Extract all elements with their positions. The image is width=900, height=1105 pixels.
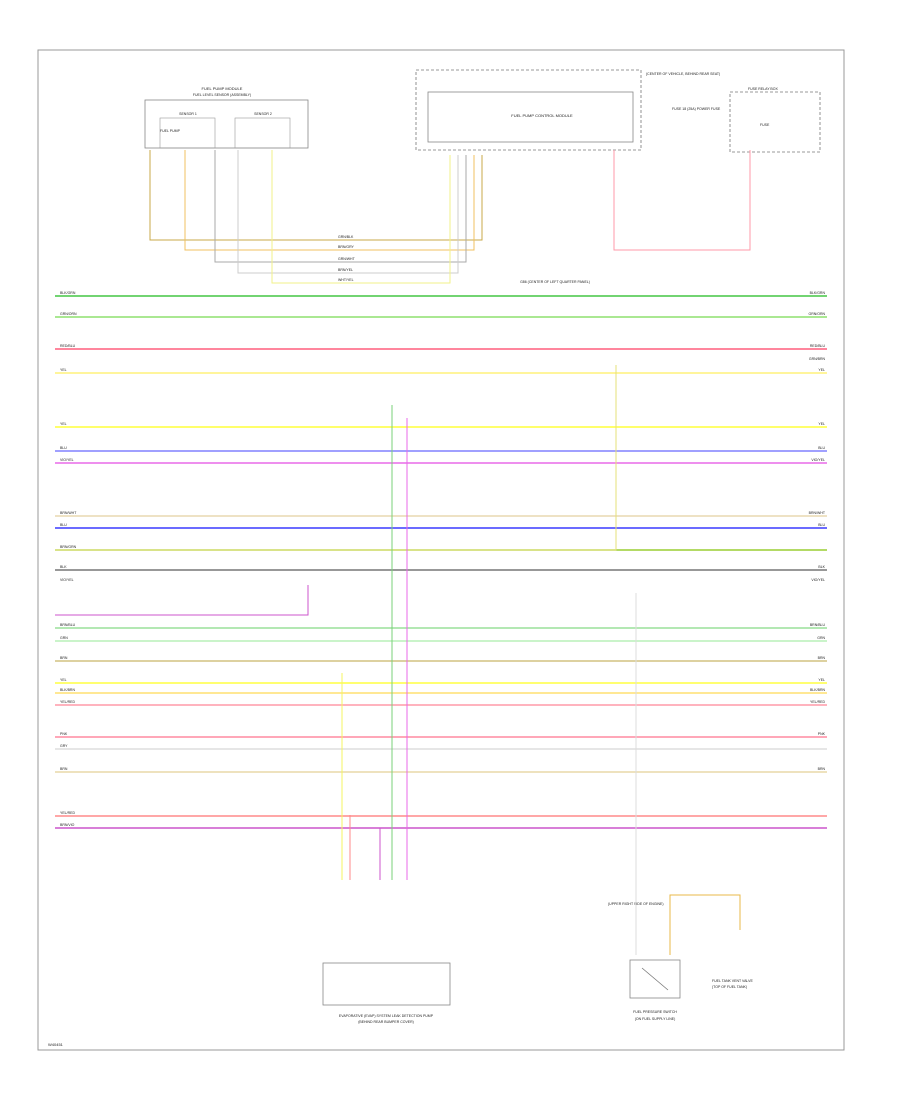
bus-line-right-label: YEL [818, 678, 825, 682]
top-harness-wire-label: GRN/WHT [338, 257, 356, 261]
bus-line-right-label: YEL/RED [810, 700, 825, 704]
bus-line-left-label: VIO/YEL [60, 458, 74, 462]
bus-line-right-label: VIO/YEL [811, 458, 825, 462]
bus-line-left-label: BRN/VIO [60, 823, 75, 827]
pressure-switch-contact [641, 967, 669, 991]
pressure-switch-box [629, 959, 681, 999]
top-harness-wire [271, 150, 451, 284]
bus-line-left-label: YEL [60, 368, 67, 372]
fuel-pump-module-title: FUEL PUMP MODULE [202, 86, 243, 91]
bus-line-left-label: PNK [60, 732, 68, 736]
fuse-box-outline [729, 91, 821, 153]
bus-line-left-label: BLU [60, 446, 67, 450]
bus-line-left-label: BRN/GRN [60, 545, 77, 549]
top-harness-wire-label: GRN/BLK [338, 235, 354, 239]
control-module-side-note: (CENTER OF VEHICLE, BEHIND REAR SEAT) [646, 72, 720, 76]
top-harness-wire [149, 150, 483, 241]
fuel-pump-module-box [144, 99, 309, 149]
bus-line-left-label: GRN/ORN [60, 312, 77, 316]
bus-line-right-label: PNK [818, 732, 826, 736]
tan-drop-wire [55, 365, 617, 551]
bus-line-left-label: BLK/BRN [60, 688, 75, 692]
fuse-feed-wire [613, 150, 751, 251]
top-harness-wire-label: BRN/GRY [338, 245, 355, 249]
fuel-pump-module-subtitle: FUEL LEVEL SENSOR (ASSEMBLY) [193, 93, 251, 97]
bus-line-left-label: GRN [60, 636, 68, 640]
bus-line-right-label: BLU [818, 523, 825, 527]
diagram-border [37, 49, 845, 1051]
pressure-switch-label: FUEL PRESSURE SWITCH [633, 1010, 677, 1014]
sensor-1-box [159, 117, 216, 149]
bus-line-right-label: GRN [817, 636, 825, 640]
fuel-pump-label: FUEL PUMP [160, 129, 181, 133]
top-harness-wire [214, 150, 467, 263]
bus-line-left-label: BLK [60, 565, 67, 569]
bus-line-left-label: BRN [60, 767, 68, 771]
sensor-2-box [234, 117, 291, 149]
bus-line-group: BLK/GRN BLK/GRN GRN/ORN GRN/ORN RED/BLU RED/B… [55, 291, 827, 829]
fuse-relay-box: FUSE RELAY BOX FUSE 18 (25A) POWER FUSE … [672, 87, 821, 153]
pressure-switch-sub: (ON FUEL SUPPLY LINE) [635, 1017, 676, 1021]
bus-line-right-label: BRN/BLU [810, 623, 826, 627]
bus-line-right-label: GRN/BRN [809, 357, 826, 361]
bus-line-right-label: BLU [818, 446, 825, 450]
bus-line-left-label: YEL/RED [60, 700, 75, 704]
evap-pump-box [322, 962, 451, 1006]
vent-valve-label: FUEL TANK VENT VALVE [712, 979, 753, 983]
top-harness-wire-label: BRN/YEL [338, 268, 353, 272]
top-harness-wire [237, 150, 459, 274]
bus-line-left-label: YEL [60, 678, 67, 682]
top-harness-wire-label: WHT/YEL [338, 278, 354, 282]
top-wire-harness: GRN/BLK BRN/GRY GRN/WHT BRN/YEL WHT/YEL [149, 150, 483, 284]
sensor-1-label: SENSOR 1 [179, 112, 197, 116]
bus-line-left-label: BRN [60, 656, 68, 660]
bus-line-left-label: BRN/BLU [60, 623, 76, 627]
bus-line-right-label: BLK [818, 565, 825, 569]
bus-line-left-label: BLK/GRN [60, 291, 76, 295]
bus-line-right-label: BRN [818, 656, 826, 660]
control-module-box [427, 91, 634, 143]
fuse-inner-label: FUSE [760, 123, 770, 127]
fuse-side-label: FUSE 18 (25A) POWER FUSE [672, 107, 721, 111]
evap-pump-sub: (BEHIND REAR BUMPER COVER) [358, 1020, 414, 1024]
fuel-tank-vent-valve: FUEL TANK VENT VALVE (TOP OF FUEL TANK) [712, 979, 753, 989]
control-module-ground-label: G86 (CENTER OF LEFT QUARTER PANEL) [520, 280, 590, 284]
page-code: W40451 [48, 1042, 64, 1047]
orange-loop-wire [669, 894, 741, 955]
bus-line-right-label: VIO/YEL [811, 578, 825, 582]
fuel-pump-module: FUEL PUMP MODULE FUEL LEVEL SENSOR (ASSE… [144, 86, 309, 149]
bus-line-left-label: VIO/YEL [60, 578, 74, 582]
bus-line-left-label: YEL [60, 422, 67, 426]
top-harness-wire [184, 150, 475, 251]
bus-line-left-label: YEL/RED [60, 811, 75, 815]
fuel-pressure-switch: FUEL PRESSURE SWITCH (ON FUEL SUPPLY LIN… [608, 902, 681, 1021]
control-module-outline [415, 69, 642, 151]
bus-line-left-label: BLU [60, 523, 67, 527]
violet-jog-wire [55, 585, 309, 616]
fuel-pump-control-module: FUEL PUMP CONTROL MODULE (CENTER OF VEHI… [415, 69, 720, 284]
fuse-box-label: FUSE RELAY BOX [748, 87, 778, 91]
bus-line-right-label: YEL [818, 368, 825, 372]
evap-leak-detection-pump: EVAPORATIVE (EVAP) SYSTEM LEAK DETECTION… [322, 962, 451, 1024]
bus-line-right-label: BRN/WHT [809, 511, 826, 515]
bus-line-left-label: BRN/WHT [60, 511, 77, 515]
bus-line-right-label: RED/BLU [810, 344, 826, 348]
vertical-connections [55, 150, 751, 955]
bus-line-right-label: BRN [818, 767, 826, 771]
control-module-inner: FUEL PUMP CONTROL MODULE [511, 113, 573, 118]
bus-line-left-label: RED/BLU [60, 344, 76, 348]
vent-valve-sub: (TOP OF FUEL TANK) [712, 985, 747, 989]
bus-line-right-label: YEL [818, 422, 825, 426]
sensor-2-label: SENSOR 2 [254, 112, 272, 116]
bus-line-right-label: BLK/BRN [810, 688, 825, 692]
evap-pump-label: EVAPORATIVE (EVAP) SYSTEM LEAK DETECTION… [339, 1014, 434, 1018]
bus-line-right-label: GRN/ORN [808, 312, 825, 316]
bus-line-left-label: GRY [60, 744, 68, 748]
bus-line-right-label: BLK/GRN [810, 291, 826, 295]
